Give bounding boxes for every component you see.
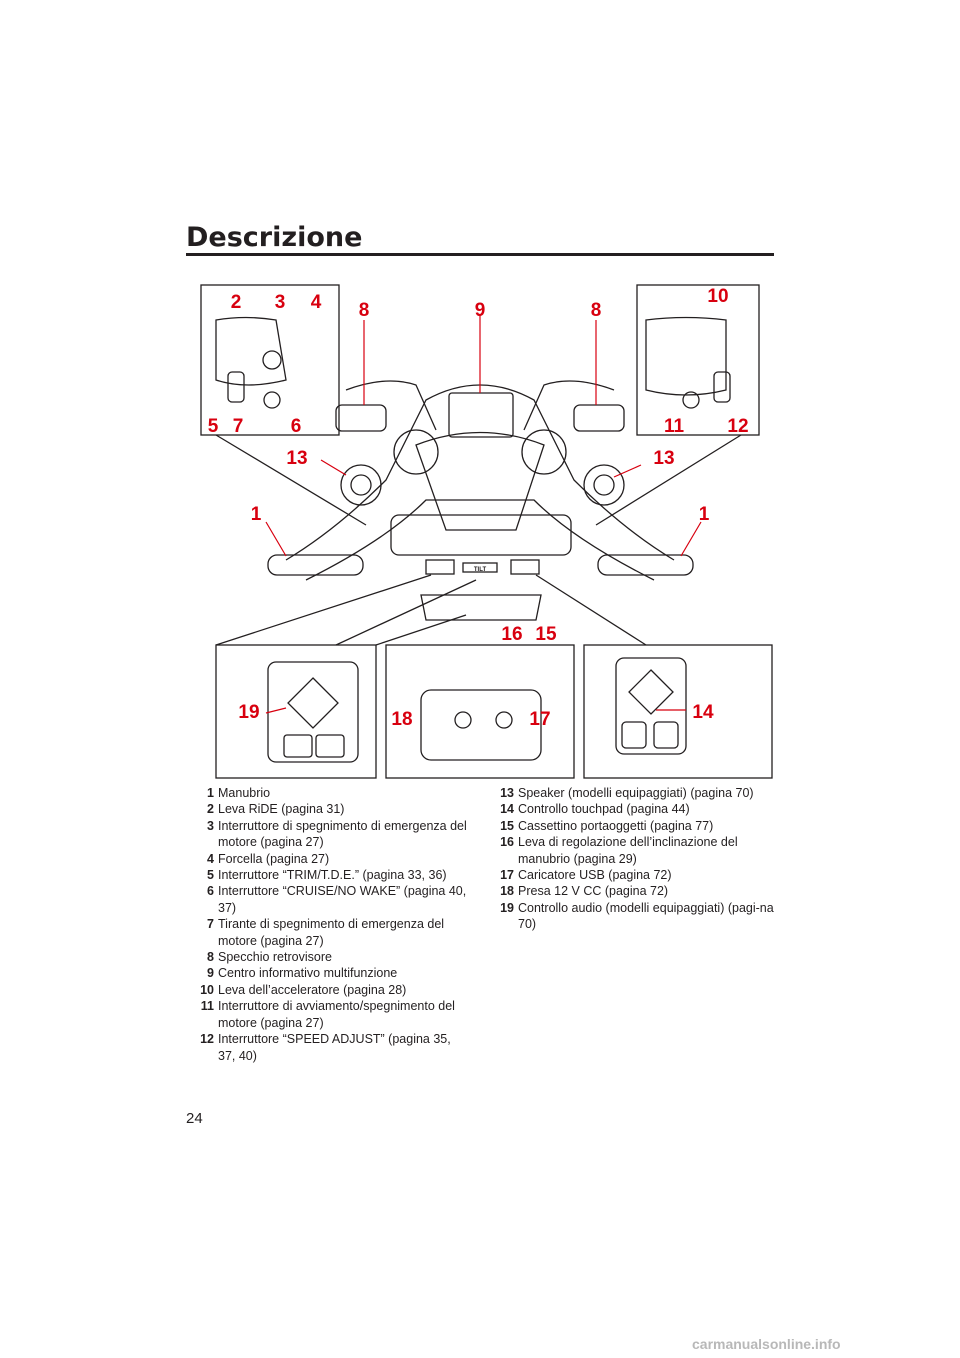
page-number: 24: [186, 1110, 203, 1127]
legend-item: 18 Presa 12 V CC (pagina 72): [486, 883, 774, 899]
watermark[interactable]: carmanualsonline.info: [692, 1336, 841, 1352]
tilt-label: TILT: [474, 567, 487, 573]
legend-number: 10: [200, 982, 214, 997]
callout-label: 3: [275, 292, 286, 313]
legend-number: 18: [500, 884, 514, 899]
legend-item: 8 Specchio retrovisore: [186, 949, 470, 965]
legend-number: 14: [500, 802, 514, 817]
legend-number: 3: [207, 818, 214, 833]
legend-item: 10 Leva dell’acceleratore (pagina 28): [186, 982, 470, 998]
callout-label: 18: [391, 709, 412, 730]
callout-label: 9: [475, 300, 486, 321]
legend-number: 8: [207, 950, 214, 965]
legend-item: 3 Interruttore di spegnimento di emergenz…: [186, 818, 470, 851]
legend-text: Controllo audio (modelli equipaggiati) (…: [518, 900, 774, 932]
legend-text: Leva RiDE (pagina 31): [218, 802, 345, 817]
callout-label: 4: [311, 292, 322, 313]
callout-label: 17: [529, 709, 550, 730]
callout-label: 10: [707, 286, 728, 307]
legend-item: 2 Leva RiDE (pagina 31): [186, 801, 470, 817]
legend-item: 14 Controllo touchpad (pagina 44): [486, 801, 774, 817]
legend-item: 11 Interruttore di avviamento/spegnimento…: [186, 998, 470, 1031]
legend-number: 19: [500, 900, 514, 915]
callout-label: 15: [535, 624, 557, 645]
legend-item: 19 Controllo audio (modelli equipaggiati)…: [486, 900, 774, 933]
callout-label: 1: [251, 504, 262, 525]
legend-text: Interruttore di avviamento/spegnimento d…: [218, 999, 455, 1030]
legend-item: 13 Speaker (modelli equipaggiati) (pagina…: [486, 785, 774, 801]
legend-number: 7: [207, 917, 214, 932]
legend-item: 4 Forcella (pagina 27): [186, 851, 470, 867]
legend-number: 11: [200, 999, 214, 1014]
legend-text: Controllo touchpad (pagina 44): [518, 802, 690, 817]
callout-label: 19: [238, 702, 259, 723]
legend-number: 2: [207, 802, 214, 817]
callout-label: 7: [233, 416, 244, 437]
page-title: Descrizione: [186, 222, 363, 253]
legend-number: 6: [207, 884, 214, 899]
title-rule: [186, 253, 774, 256]
legend-text: Presa 12 V CC (pagina 72): [518, 884, 669, 899]
legend-text: Speaker (modelli equipaggiati) (pagina 7…: [518, 786, 754, 800]
legend-text: Interruttore “SPEED ADJUST” (pagina 35, …: [218, 1032, 451, 1063]
legend-text: Interruttore “CRUISE/NO WAKE” (pagina 40…: [218, 884, 467, 915]
legend-text: Specchio retrovisore: [218, 950, 332, 965]
legend-item: 7 Tirante di spegnimento di emergenza del…: [186, 916, 470, 949]
legend-number: 16: [500, 835, 514, 850]
legend-text: Interruttore “TRIM/T.D.E.” (pagina 33, 3…: [218, 868, 447, 883]
legend-number: 9: [207, 966, 214, 981]
legend-text: Leva dell’acceleratore (pagina 28): [218, 982, 407, 997]
legend-text: Manubrio: [218, 786, 271, 800]
callout-label: 13: [286, 448, 307, 469]
legend-item: 6 Interruttore “CRUISE/NO WAKE” (pagina 4…: [186, 883, 470, 916]
legend-number: 5: [207, 868, 214, 883]
callout-label: 6: [291, 416, 302, 437]
callout-label: 8: [591, 300, 602, 321]
legend-text: Tirante di spegnimento di emergenza del …: [218, 917, 445, 948]
legend-item: 17 Caricatore USB (pagina 72): [486, 867, 774, 883]
legend-text: Cassettino portaoggetti (pagina 77): [518, 818, 714, 833]
legend-number: 1: [207, 786, 214, 800]
callout-label: 12: [727, 416, 748, 437]
legend-text: Caricatore USB (pagina 72): [518, 868, 672, 883]
callout-label: 16: [501, 624, 522, 645]
callouts: 1 2 3 4 5 6 7 8 9 10 11 12 13 14 15 16 1…: [208, 286, 749, 730]
callout-label: 11: [664, 416, 685, 437]
handlebar-illustration: 1 2 3 4 5 6 7 8 9 10 11 12 13 14 15 16 1…: [200, 284, 773, 779]
legend-item: 1 Manubrio: [186, 785, 470, 801]
legend-item: 9 Centro informativo multifunzione: [186, 965, 470, 981]
callout-label: 8: [359, 300, 370, 321]
legend-item: 12 Interruttore “SPEED ADJUST” (pagina 35…: [186, 1031, 470, 1064]
legend-number: 12: [200, 1032, 214, 1047]
callout-label: 14: [692, 702, 714, 723]
legend-number: 4: [207, 851, 214, 866]
legend-number: 17: [500, 868, 514, 883]
legend-text: Forcella (pagina 27): [218, 851, 330, 866]
callout-label: 2: [231, 292, 242, 313]
legend-item: 5 Interruttore “TRIM/T.D.E.” (pagina 33, …: [186, 867, 470, 883]
callout-label: 1: [699, 504, 710, 525]
legend-text: Leva di regolazione dell’inclinazione de…: [518, 835, 738, 866]
legend-number: 13: [500, 786, 514, 800]
legend-item: 16 Leva di regolazione dell’inclinazione …: [486, 834, 774, 867]
callout-label: 13: [653, 448, 674, 469]
legend-right: 13 Speaker (modelli equipaggiati) (pagina…: [486, 785, 774, 933]
legend-item: 15 Cassettino portaoggetti (pagina 77): [486, 818, 774, 834]
legend-number: 15: [500, 818, 514, 833]
legend-text: Centro informativo multifunzione: [218, 966, 398, 981]
callout-label: 5: [208, 416, 219, 437]
legend-text: Interruttore di spegnimento di emergenza…: [218, 818, 467, 850]
